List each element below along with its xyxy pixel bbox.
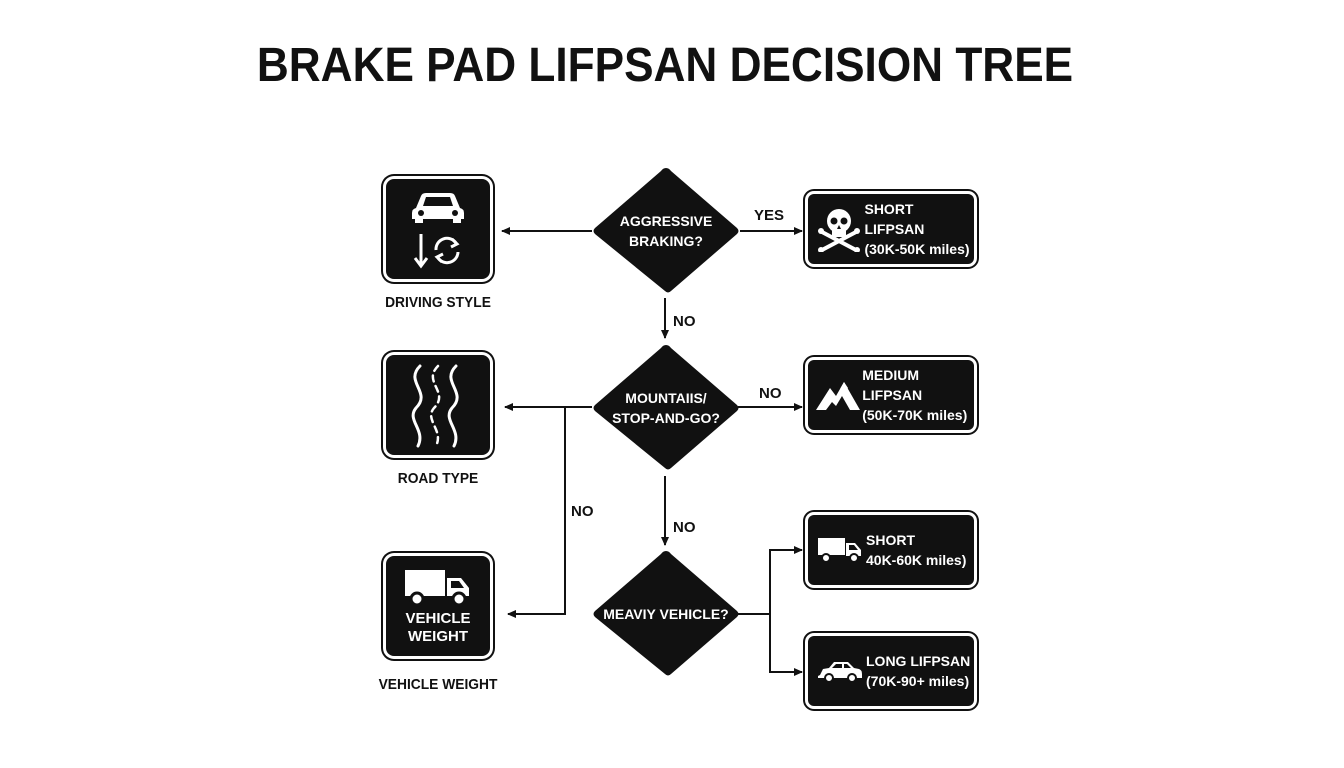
driving-style-box xyxy=(386,179,490,279)
car-icon xyxy=(412,193,464,223)
vehicle-weight-label: VEHICLE WEIGHT xyxy=(378,676,498,693)
outcome-medium-lifespan-line1: MEDIUM LIFPSAN xyxy=(862,367,923,403)
outcome-short-lifespan: SHORT LIFPSAN (30K-50K miles) xyxy=(808,194,974,264)
diamond-shape xyxy=(593,345,739,470)
road-type-box xyxy=(386,355,490,455)
decision-heavy-text: MEAVIY VEHICLE? xyxy=(591,549,741,679)
road-type-label: ROAD TYPE xyxy=(397,470,479,487)
edge-label-no-1: NO xyxy=(673,313,696,330)
rotation-arrows-icon xyxy=(413,234,460,269)
vehicle-weight-inner-line1: VEHICLE xyxy=(405,610,471,627)
truck-icon xyxy=(818,538,861,563)
edge-label-no-side: NO xyxy=(571,503,594,520)
outcome-long-lifespan-line2: (70K-90+ miles) xyxy=(866,673,970,689)
skull-crossbones-icon xyxy=(818,209,861,252)
decision-mountains-line2: STOP-AND-GO? xyxy=(612,410,720,426)
diamond-shape xyxy=(593,551,739,676)
decision-aggressive-line2: BRAKING? xyxy=(629,233,703,249)
arrow-to-short-2 xyxy=(769,546,803,614)
vehicle-weight-box: VEHICLE WEIGHT xyxy=(386,556,490,656)
arrow-to-vehicle-weight xyxy=(507,406,592,618)
outcome-short-heavy-text: SHORT 40K-60K miles) xyxy=(866,530,966,570)
arrow-to-long xyxy=(769,614,803,676)
decision-aggressive-line1: AGGRESSIVE xyxy=(619,213,713,229)
decision-heavy-vehicle: MEAVIY VEHICLE? xyxy=(591,549,741,679)
outcome-short-lifespan-text: SHORT LIFPSAN (30K-50K miles) xyxy=(864,199,974,259)
edge-label-yes: YES xyxy=(754,207,785,224)
winding-road-icon xyxy=(411,364,459,448)
vehicle-weight-inner-line2: WEIGHT xyxy=(407,628,468,645)
diamond-shape xyxy=(593,168,739,293)
edge-label-no-3: NO xyxy=(673,519,696,536)
outcome-medium-lifespan-text: MEDIUM LIFPSAN (50K-70K miles) xyxy=(862,365,974,425)
outcome-medium-lifespan-line2: (50K-70K miles) xyxy=(862,407,968,423)
vehicle-weight-inner-label: VEHICLE WEIGHT xyxy=(405,610,470,646)
decision-mountains-text: MOUNTAIIS/ STOP-AND-GO? xyxy=(591,343,741,473)
decision-mountains: MOUNTAIIS/ STOP-AND-GO? xyxy=(591,343,741,473)
decision-aggressive-braking: AGGRESSIVE BRAKING? xyxy=(591,166,741,296)
outcome-long-lifespan-text: LONG LIFPSAN (70K-90+ miles) xyxy=(866,651,970,691)
decision-heavy-line1: MEAVIY VEHICLE? xyxy=(603,606,729,622)
outcome-long-lifespan-line1: LONG LIFPSAN xyxy=(866,653,971,669)
outcome-short-lifespan-line1: SHORT LIFPSAN xyxy=(864,201,925,237)
outcome-short-heavy-line2: 40K-60K miles) xyxy=(866,552,967,568)
decision-aggressive-text: AGGRESSIVE BRAKING? xyxy=(591,166,741,296)
driving-style-label: DRIVING STYLE xyxy=(385,294,491,311)
outcome-short-heavy: SHORT 40K-60K miles) xyxy=(808,515,974,585)
truck-icon xyxy=(405,570,469,607)
decision-mountains-line1: MOUNTAIIS/ xyxy=(625,390,707,406)
page-title: BRAKE PAD LIFPSAN DECISION TREE xyxy=(256,39,1074,92)
mountain-icon xyxy=(816,382,861,410)
car-icon xyxy=(818,662,862,683)
edge-label-no-2: NO xyxy=(759,385,782,402)
outcome-long-lifespan: LONG LIFPSAN (70K-90+ miles) xyxy=(808,636,974,706)
outcome-short-lifespan-line2: (30K-50K miles) xyxy=(864,241,970,257)
outcome-medium-lifespan: MEDIUM LIFPSAN (50K-70K miles) xyxy=(808,360,974,430)
outcome-short-heavy-line1: SHORT xyxy=(866,532,915,548)
